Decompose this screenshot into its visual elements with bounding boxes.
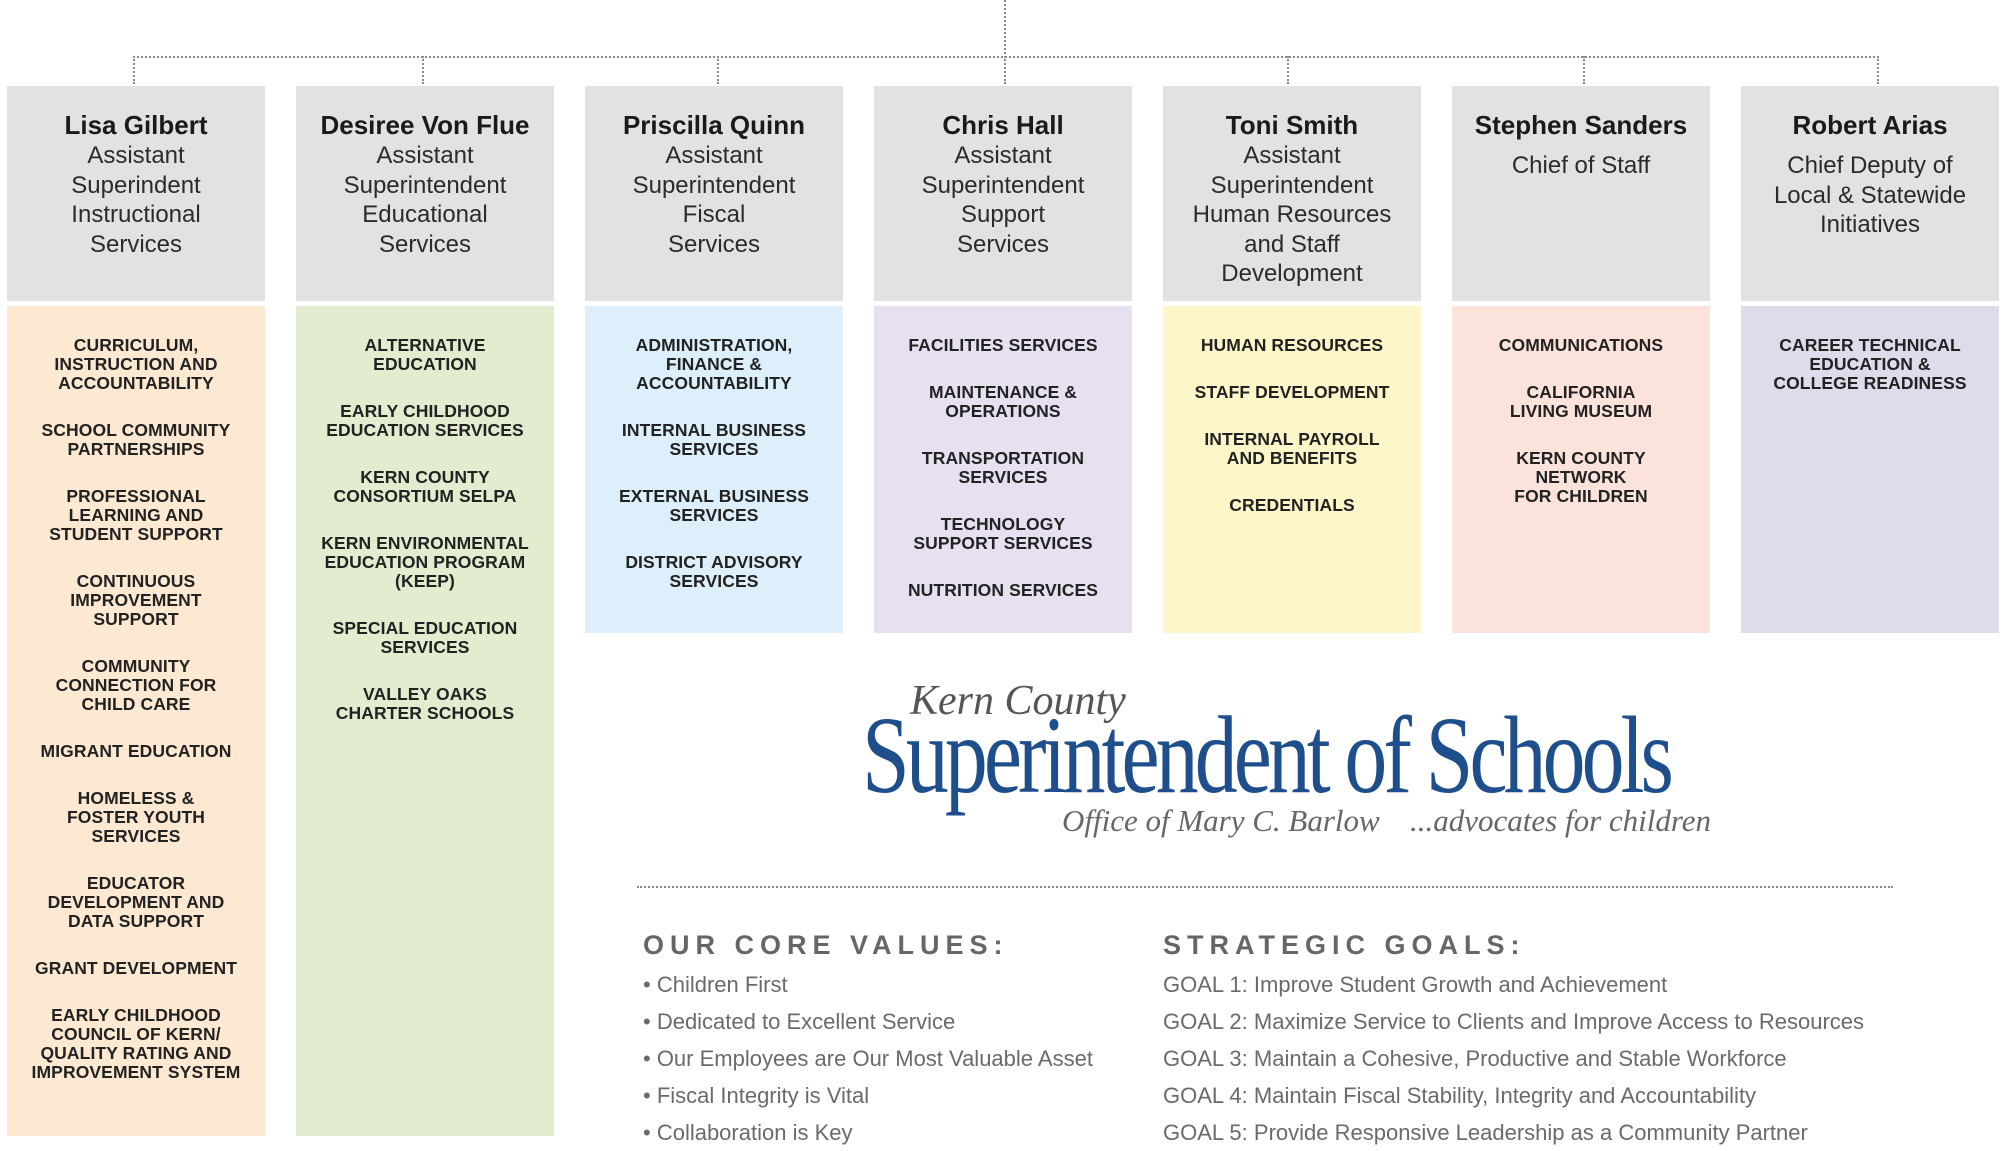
department-list: CURRICULUM, INSTRUCTION AND ACCOUNTABILI… [7,306,265,1136]
department-item: EARLY CHILDHOOD COUNCIL OF KERN/ QUALITY… [31,1005,241,1082]
department-item: CAREER TECHNICAL EDUCATION & COLLEGE REA… [1773,335,1967,393]
department-item: ADMINISTRATION, FINANCE & ACCOUNTABILITY [635,335,793,393]
goal-item: GOAL 5: Provide Responsive Leadership as… [1163,1120,1808,1145]
department-list: ADMINISTRATION, FINANCE & ACCOUNTABILITY… [585,306,843,633]
logo-kern-county: Kern County [910,678,1126,724]
connector-drop [133,56,135,84]
person-title: Chief Deputy of Local & Statewide Initia… [1773,152,1967,238]
strategic-goals-heading: STRATEGIC GOALS: [1163,930,1526,960]
department-list: HUMAN RESOURCES STAFF DEVELOPMENT INTERN… [1163,306,1421,633]
person-name: Lisa Gilbert [64,110,208,140]
department-item: COMMUNICATIONS [1498,335,1664,355]
department-item: CALIFORNIA LIVING MUSEUM [1509,382,1653,421]
logo-tagline: ...advocates for children [1410,803,1712,838]
department-item: TRANSPORTATION SERVICES [921,448,1085,487]
connector-drop [1004,56,1006,84]
department-item: VALLEY OAKS CHARTER SCHOOLS [335,684,515,723]
core-value-item: • Children First [643,972,788,997]
column-header: Stephen Sanders Chief of Staff [1452,86,1710,301]
department-item: COMMUNITY CONNECTION FOR CHILD CARE [55,656,217,714]
department-item: ALTERNATIVE EDUCATION [364,335,486,374]
person-name: Toni Smith [1225,110,1359,140]
person-name: Stephen Sanders [1474,110,1688,140]
column-header: Chris Hall Assistant Superintendent Supp… [874,86,1132,301]
department-list: FACILITIES SERVICES MAINTENANCE & OPERAT… [874,306,1132,633]
department-item: INTERNAL PAYROLL AND BENEFITS [1204,429,1380,468]
person-title: Assistant Superintendent Educational Ser… [343,142,507,258]
connector-drop [422,56,424,84]
person-title: Assistant Superintendent Support Service… [921,142,1085,258]
department-item: FACILITIES SERVICES [908,335,1098,355]
person-name: Chris Hall [942,110,1064,140]
person-name: Desiree Von Flue [320,110,530,140]
core-values-heading: OUR CORE VALUES: [643,930,1009,960]
department-item: EXTERNAL BUSINESS SERVICES [618,486,810,525]
department-item: CONTINUOUS IMPROVEMENT SUPPORT [70,571,202,629]
connector-drop [1877,56,1879,84]
department-item: HOMELESS & FOSTER YOUTH SERVICES [67,788,205,846]
column-header: Toni Smith Assistant Superintendent Huma… [1163,86,1421,301]
core-value-item: • Collaboration is Key [643,1120,853,1145]
person-title: Assistant Superintendent Human Resources… [1192,142,1392,287]
logo-office-line: Office of Mary C. Barlow [1062,803,1380,838]
connector-drop [1583,56,1585,84]
department-item: EARLY CHILDHOOD EDUCATION SERVICES [326,401,524,440]
department-item: DISTRICT ADVISORY SERVICES [625,552,803,591]
logo-superintendent-of-schools: Superintendent of Schools [862,694,1674,816]
horizontal-connector-line [133,56,1879,58]
department-item: CREDENTIALS [1229,495,1355,515]
person-name: Robert Arias [1792,110,1948,140]
department-item: HUMAN RESOURCES [1200,335,1384,355]
column-header: Priscilla Quinn Assistant Superintendent… [585,86,843,301]
department-item: CURRICULUM, INSTRUCTION AND ACCOUNTABILI… [54,335,218,393]
connector-drop [1287,56,1289,84]
department-item: GRANT DEVELOPMENT [35,958,237,978]
department-item: NUTRITION SERVICES [907,580,1099,600]
core-value-item: • Fiscal Integrity is Vital [643,1083,870,1108]
goal-item: GOAL 4: Maintain Fiscal Stability, Integ… [1163,1083,1757,1108]
department-item: KERN COUNTY NETWORK FOR CHILDREN [1514,448,1648,506]
strategic-goals-list: GOAL 1: Improve Student Growth and Achie… [1163,966,1864,1151]
department-item: EDUCATOR DEVELOPMENT AND DATA SUPPORT [47,873,225,931]
person-name: Priscilla Quinn [622,110,806,140]
department-list: ALTERNATIVE EDUCATION EARLY CHILDHOOD ED… [296,306,554,1136]
person-title: Chief of Staff [1511,152,1651,179]
connector-drop [717,56,719,84]
goal-item: GOAL 1: Improve Student Growth and Achie… [1163,972,1668,997]
person-title: Assistant Superintendent Fiscal Services [632,142,796,258]
department-list: CAREER TECHNICAL EDUCATION & COLLEGE REA… [1741,306,1999,633]
person-title: Assistant Superindent Instructional Serv… [71,142,201,258]
top-connector-line [1004,0,1006,58]
department-list: COMMUNICATIONS CALIFORNIA LIVING MUSEUM … [1452,306,1710,633]
department-item: MAINTENANCE & OPERATIONS [928,382,1078,421]
section-divider [637,886,1893,888]
goal-item: GOAL 2: Maximize Service to Clients and … [1163,1009,1865,1034]
core-value-item: • Our Employees are Our Most Valuable As… [643,1046,1093,1071]
core-values-list: • Children First • Dedicated to Excellen… [643,966,1093,1151]
department-item: STAFF DEVELOPMENT [1194,382,1390,402]
column-header: Lisa Gilbert Assistant Superindent Instr… [7,86,265,301]
column-header: Robert Arias Chief Deputy of Local & Sta… [1741,86,1999,301]
department-item: SCHOOL COMMUNITY PARTNERSHIPS [41,420,231,459]
core-value-item: • Dedicated to Excellent Service [643,1009,956,1034]
department-item: KERN ENVIRONMENTAL EDUCATION PROGRAM (KE… [321,533,529,591]
department-item: INTERNAL BUSINESS SERVICES [621,420,807,459]
department-item: TECHNOLOGY SUPPORT SERVICES [913,514,1093,553]
column-header: Desiree Von Flue Assistant Superintenden… [296,86,554,301]
department-item: MIGRANT EDUCATION [40,741,232,761]
department-item: PROFESSIONAL LEARNING AND STUDENT SUPPOR… [49,486,223,544]
department-item: SPECIAL EDUCATION SERVICES [332,618,518,657]
goal-item: GOAL 3: Maintain a Cohesive, Productive … [1163,1046,1787,1071]
department-item: KERN COUNTY CONSORTIUM SELPA [333,467,517,506]
